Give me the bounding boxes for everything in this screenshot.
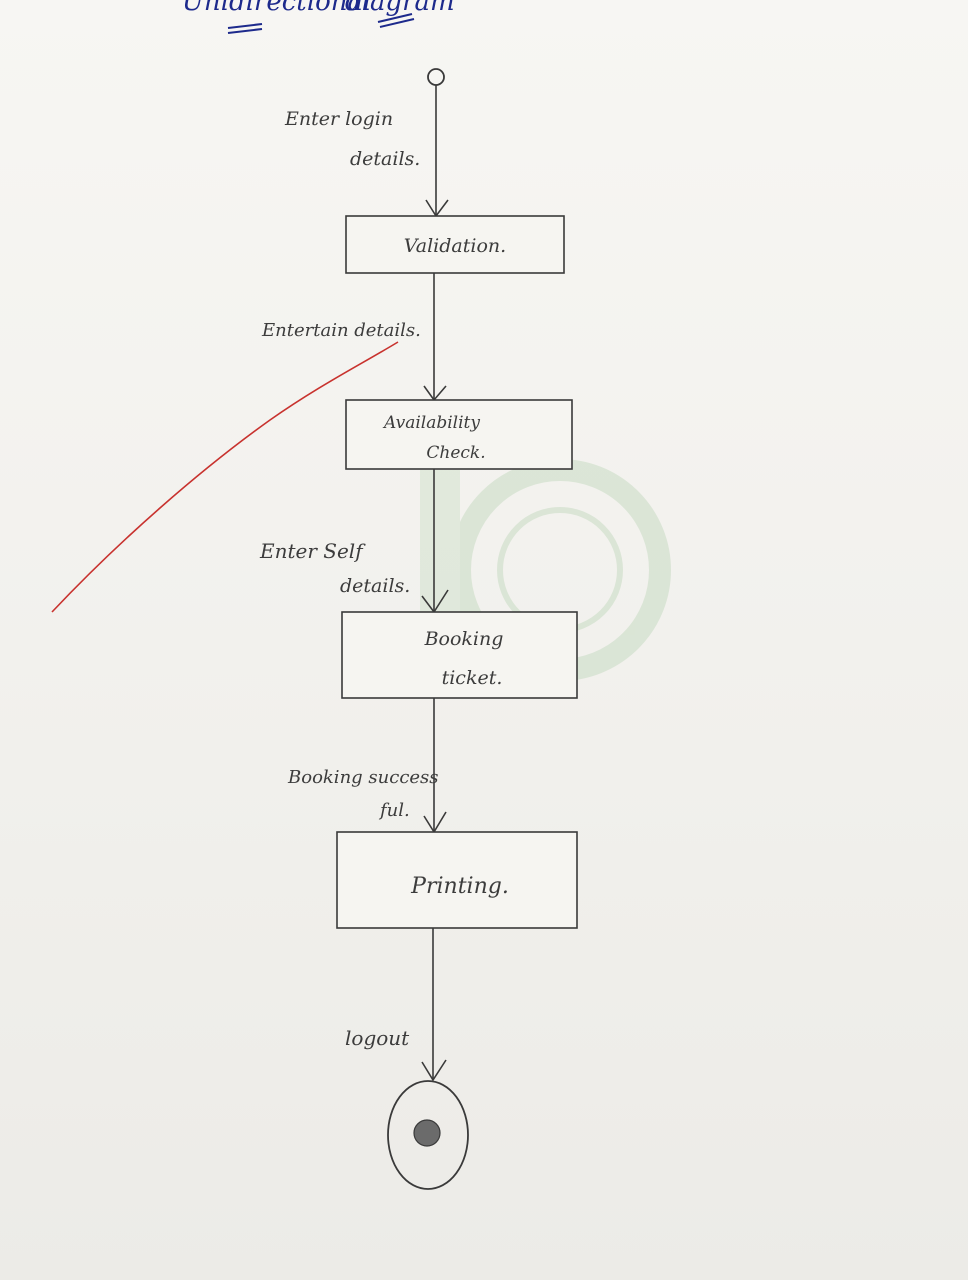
- edge-label-1-line-2: details.: [350, 148, 420, 170]
- red-check-mark: [51, 341, 399, 613]
- validation-activity: [345, 215, 565, 274]
- edge-label-4-line-2: ful.: [378, 800, 410, 821]
- final-state-outer: [387, 1080, 469, 1190]
- availability-check-activity: [345, 399, 573, 470]
- arrow-head-1: [425, 199, 449, 218]
- edge-label-3-line-1: Enter Self: [259, 539, 366, 563]
- edge-label-5: logout: [345, 1026, 410, 1050]
- arrow-head-2: [423, 385, 447, 402]
- booking-label-line-2: ticket.: [442, 667, 503, 689]
- final-state-inner: [413, 1119, 441, 1147]
- arrow-head-5: [421, 1059, 447, 1082]
- edge-label-2: Entertain details.: [261, 320, 421, 341]
- edge-label-4-line-1: Booking success: [287, 767, 439, 788]
- initial-state-node: [427, 68, 445, 86]
- booking-ticket-activity: [341, 611, 578, 699]
- printing-activity: [336, 831, 578, 929]
- header-word-left: Unidirectional: [182, 0, 371, 17]
- header-ink: Unidirectional diagram: [182, 0, 455, 34]
- booking-label-line-1: Booking: [424, 628, 504, 650]
- validation-label: Validation.: [404, 235, 506, 257]
- header-word-right: diagram: [345, 0, 455, 17]
- edge-label-1-line-1: Enter login: [284, 108, 393, 130]
- arrow-head-4: [423, 811, 447, 834]
- availability-label-line-1: Availability: [382, 413, 480, 433]
- availability-label-line-2: Check.: [426, 443, 485, 463]
- printing-label: Printing.: [410, 874, 509, 899]
- edge-label-3-line-2: details.: [340, 575, 410, 597]
